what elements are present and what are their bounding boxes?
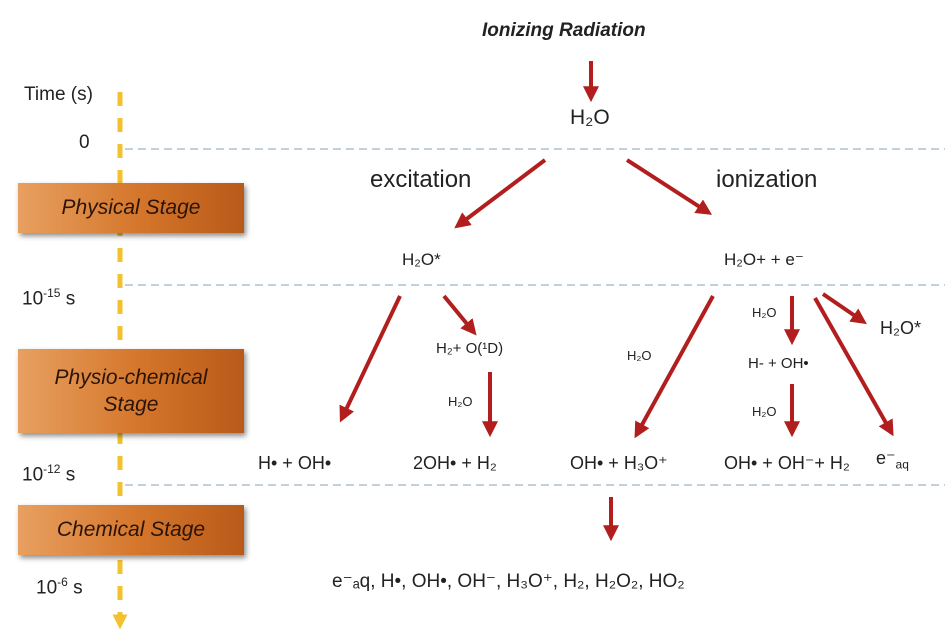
physio-chemical-stage-label-2: Stage — [103, 393, 159, 416]
chemical-stage-box: Chemical Stage — [18, 505, 244, 555]
species-2oh-h2: 2OH• + H₂ — [413, 453, 497, 473]
species-e-aq-subscript: aq — [895, 457, 909, 472]
arrow-excited-to-h2-o1d — [442, 294, 477, 336]
arrow-ion-to-e-aq — [813, 297, 894, 437]
ionization-label: ionization — [716, 166, 818, 193]
time-1e-15-exp: -15 — [43, 286, 61, 300]
species-oh-h3o: OH• + H₃O⁺ — [570, 453, 668, 473]
time-axis-label: Time (s) — [24, 84, 93, 105]
time-1e-6-exp: -6 — [57, 575, 68, 589]
species-e-aq: e⁻aq — [876, 448, 909, 472]
time-1e-15-base: 10 — [22, 288, 44, 310]
species-h-oh: H• + OH• — [258, 453, 332, 473]
time-1e-15-unit: s — [60, 288, 76, 310]
diagram-title: Ionizing Radiation — [482, 20, 646, 41]
species-excited-water: H₂O* — [402, 250, 441, 269]
time-1e-6: 10-6 s — [36, 575, 83, 599]
arrow-excitation — [454, 158, 547, 229]
physical-stage-label: Physical Stage — [61, 196, 201, 220]
physio-chemical-stage-label-1: Physio-chemical — [54, 365, 208, 389]
time-1e-12-base: 10 — [22, 464, 44, 486]
arrow-label-water-4: H₂O — [752, 404, 777, 419]
species-h-minus-oh: H- + OH• — [748, 355, 809, 372]
chemical-stage-label: Chemical Stage — [56, 518, 206, 542]
species-oh-ohminus-h2: OH• + OH⁻+ H₂ — [724, 453, 850, 473]
arrow-ion-to-excited-water — [821, 292, 867, 325]
time-1e-6-base: 10 — [36, 577, 58, 599]
time-0: 0 — [79, 132, 90, 153]
time-1e-12: 10-12 s — [22, 462, 75, 486]
time-1e-12-exp: -12 — [43, 462, 61, 476]
physio-chemical-stage-box: Physio-chemical Stage — [18, 349, 244, 433]
excitation-label: excitation — [370, 166, 472, 193]
time-1e-6-unit: s — [67, 577, 83, 599]
final-products: e⁻ₐq, H•, OH•, OH⁻, H₃O⁺, H₂, H₂O₂, HO₂ — [332, 571, 685, 592]
arrow-ionization — [625, 158, 713, 215]
time-1e-15: 10-15 s — [22, 286, 75, 310]
physical-stage-box: Physical Stage — [18, 183, 244, 233]
species-e-aq-symbol: e⁻ — [876, 448, 896, 468]
arrow-ion-to-oh-h3o — [634, 295, 715, 439]
species-water: H₂O — [570, 106, 610, 129]
species-excited-water-right: H₂O* — [880, 318, 921, 338]
arrow-label-water-3: H₂O — [752, 305, 777, 320]
arrow-label-water-2: H₂O — [627, 348, 652, 363]
species-ion-pair: H₂O+ + e⁻ — [724, 250, 804, 269]
species-h2-o1d: H₂+ O(¹D) — [436, 340, 504, 357]
arrow-label-water-1: H₂O — [448, 394, 473, 409]
arrow-excited-to-h-oh — [339, 295, 402, 423]
time-1e-12-unit: s — [60, 464, 76, 486]
